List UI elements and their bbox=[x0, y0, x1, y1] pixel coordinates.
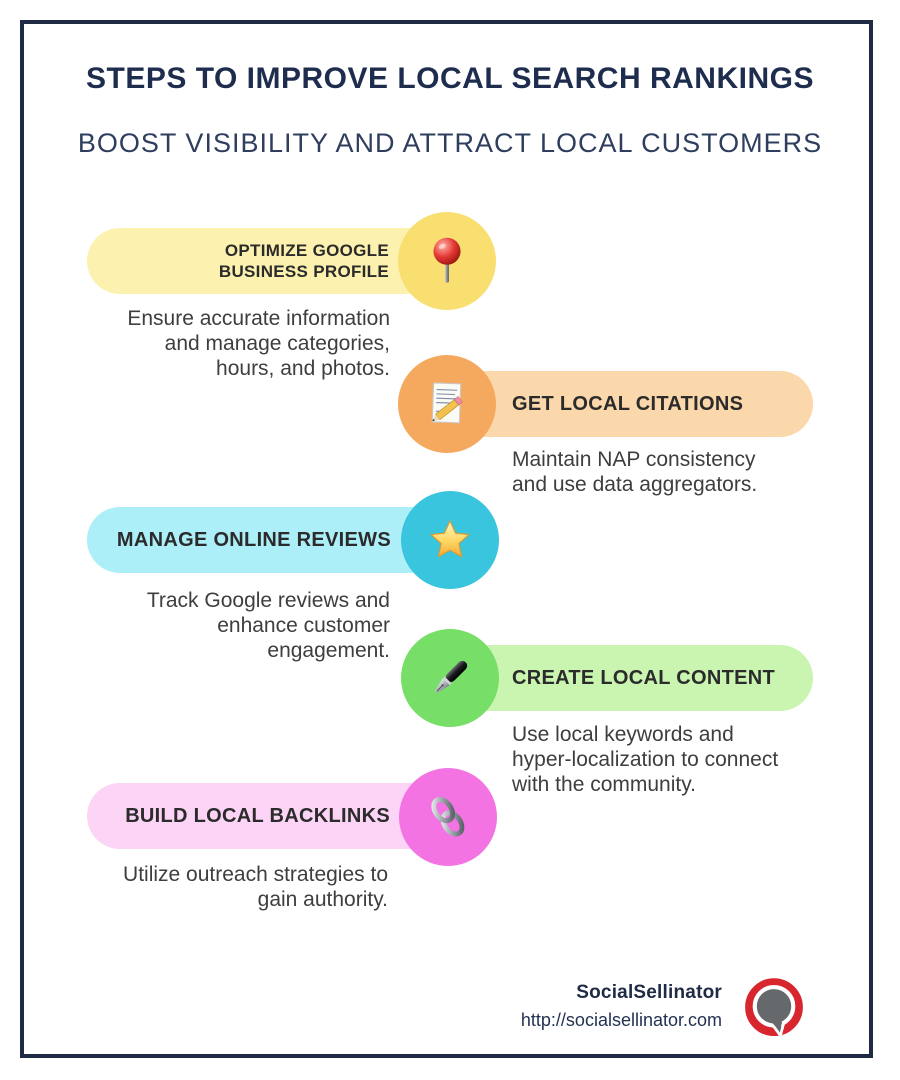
page-border-frame bbox=[20, 20, 873, 1058]
page-subtitle: BOOST VISIBILITY AND ATTRACT LOCAL CUSTO… bbox=[77, 128, 823, 158]
footer-brand: SocialSellinator bbox=[576, 982, 722, 1003]
step-pill-optimize-google-business-profile: OPTIMIZE GOOGLE BUSINESS PROFILE bbox=[87, 228, 449, 294]
step-description: Use local keywords and hyper-localizatio… bbox=[512, 723, 779, 797]
step-circle bbox=[398, 355, 496, 453]
step-description: Utilize outreach strategies to gain auth… bbox=[123, 863, 388, 912]
step-circle bbox=[399, 768, 497, 866]
step-pill-create-local-content: CREATE LOCAL CONTENT bbox=[448, 645, 813, 711]
step-description: Maintain NAP consistency and use data ag… bbox=[512, 448, 758, 497]
step-title: GET LOCAL CITATIONS bbox=[512, 392, 744, 415]
pen-icon bbox=[434, 660, 468, 694]
step-title: BUILD LOCAL BACKLINKS bbox=[125, 804, 390, 827]
pushpin-icon bbox=[433, 237, 461, 283]
step-circle bbox=[401, 491, 499, 589]
footer-url-link[interactable]: http://socialsellinator.com bbox=[520, 1010, 722, 1030]
step-description: Ensure accurate information and manage c… bbox=[127, 307, 390, 381]
step-title: MANAGE ONLINE REVIEWS bbox=[116, 528, 391, 551]
page-title: STEPS TO IMPROVE LOCAL SEARCH RANKINGS bbox=[86, 62, 814, 95]
memo-pencil-icon bbox=[431, 382, 463, 424]
step-pill-get-local-citations: GET LOCAL CITATIONS bbox=[448, 371, 813, 437]
step-circle bbox=[398, 212, 496, 310]
step-circle bbox=[401, 629, 499, 727]
step-description: Track Google reviews and enhance custome… bbox=[146, 589, 390, 663]
chain-link-icon bbox=[431, 796, 465, 837]
speech-bubble-logo-icon bbox=[745, 978, 803, 1039]
socialsellinator-logo bbox=[741, 976, 807, 1042]
footer: SocialSellinator http://socialsellinator… bbox=[521, 982, 722, 1031]
step-title: CREATE LOCAL CONTENT bbox=[512, 666, 776, 689]
step-pill-build-local-backlinks: BUILD LOCAL BACKLINKS bbox=[87, 783, 450, 849]
step-pill-manage-online-reviews: MANAGE ONLINE REVIEWS bbox=[87, 507, 451, 573]
step-title: OPTIMIZE GOOGLE BUSINESS PROFILE bbox=[218, 240, 389, 281]
star-icon bbox=[430, 520, 470, 558]
